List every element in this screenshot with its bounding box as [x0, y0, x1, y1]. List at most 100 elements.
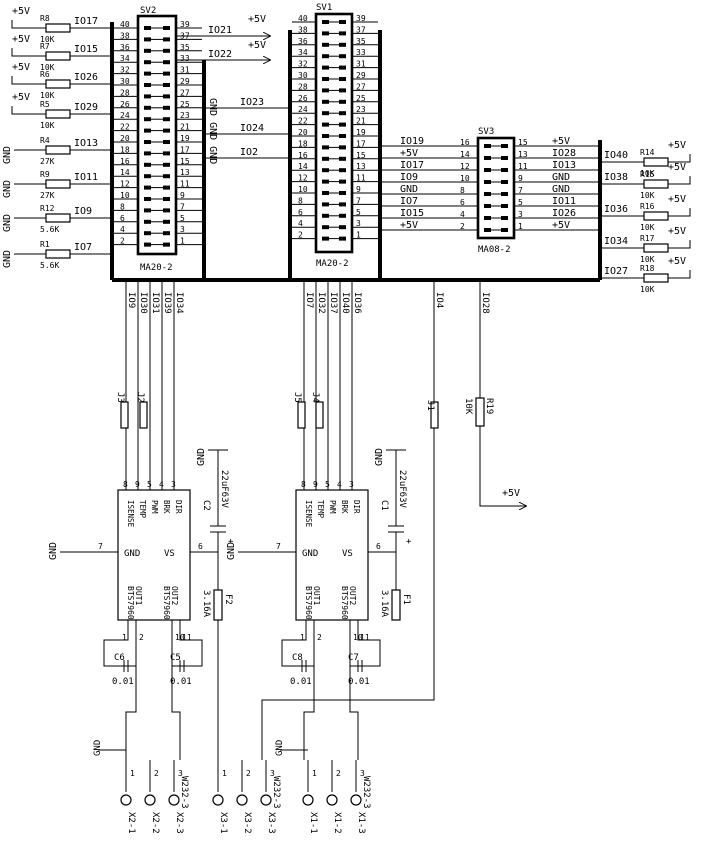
- resistor-value: 27K: [40, 157, 55, 166]
- resistor-name: R9: [40, 170, 50, 179]
- pin-pad: [501, 144, 508, 148]
- pin-pad: [322, 122, 329, 127]
- pwr-5v-label: +5V: [668, 140, 686, 151]
- resistor-value: 10K: [40, 121, 55, 130]
- pin-pad: [501, 180, 508, 184]
- pin-pad: [339, 111, 346, 116]
- pin-number-left: 12: [298, 174, 308, 183]
- driver-inner-label: BRK: [162, 500, 171, 514]
- pin-pad: [322, 111, 329, 116]
- sv1-body: [314, 12, 354, 254]
- pin-number-left: 4: [120, 225, 125, 234]
- pin-number-left: 20: [120, 134, 130, 143]
- pin-number-right: 7: [518, 186, 523, 195]
- pin-number-right: 23: [180, 111, 190, 120]
- pin-number-left: 38: [120, 31, 130, 40]
- pin-pad: [322, 77, 329, 81]
- cap-small-value: 0.01: [290, 677, 312, 687]
- pin-pad: [501, 228, 508, 232]
- pin-pad: [144, 242, 151, 247]
- pin-number-left: 2: [298, 231, 303, 240]
- pin-pad: [322, 88, 329, 93]
- driver-gnd-label: GND: [124, 549, 140, 559]
- gnd-vertical-label: GND GND GND: [207, 98, 218, 164]
- out-pin-number: 1: [122, 633, 127, 642]
- input-net-label: IO17: [74, 16, 98, 27]
- pin-pad: [339, 42, 346, 47]
- driver-inner-label: PWM: [328, 500, 337, 514]
- terminal-label: X3-2: [242, 812, 252, 834]
- output-wire: [668, 176, 691, 185]
- sv2-right-nets: IO21 IO22 +5V +5V: [176, 14, 270, 60]
- pin-number-left: 2: [120, 237, 125, 246]
- pin-number-left: 4: [298, 219, 303, 228]
- pin-number-right: 11: [518, 162, 528, 171]
- driver-gnd-pin: 7: [276, 542, 281, 551]
- cap-small-value: 0.01: [112, 677, 134, 687]
- pin-pad: [339, 145, 346, 150]
- net-io24: IO24: [240, 123, 264, 134]
- gnd-label: GND: [2, 180, 13, 198]
- sv3-right-net: GND: [552, 172, 570, 183]
- pwr-5v-b: +5V: [248, 40, 266, 51]
- terminal-label: X2-1: [126, 812, 136, 834]
- connector-gnd-label: GND: [275, 740, 285, 756]
- pin-pad: [163, 26, 170, 30]
- cap-plus: +: [228, 537, 234, 547]
- pin-pad: [144, 83, 151, 87]
- out1-wire: [125, 620, 137, 760]
- input-net-label: IO15: [74, 44, 98, 55]
- out-pin-number: 11: [182, 633, 192, 642]
- output-net-label: IO34: [604, 236, 628, 247]
- pin-number-left: 34: [298, 48, 308, 57]
- pin-number-left: 14: [120, 168, 130, 177]
- pin-number-right: 25: [180, 100, 190, 109]
- driver-part-label: BTS7960: [126, 586, 135, 620]
- sv3-left-net: IO15: [400, 208, 424, 219]
- pin-pad: [144, 208, 151, 213]
- pin-pad: [163, 231, 170, 236]
- terminal-number: 2: [336, 769, 341, 778]
- tap-net-label: IO39: [162, 292, 172, 314]
- pin-number-left: 20: [298, 128, 308, 137]
- sv2-type: MA20-2: [140, 263, 173, 273]
- pin-pad: [163, 71, 170, 76]
- connector-part-label: W232-3: [271, 776, 281, 809]
- pin-pad: [322, 31, 329, 36]
- fuse-name: F2: [223, 594, 233, 605]
- driver-body: [295, 489, 369, 621]
- terminal-label: X3-1: [218, 812, 228, 834]
- pin-pad: [322, 65, 329, 70]
- pin-pad: [144, 151, 151, 156]
- pin-pad: [163, 162, 170, 167]
- sv3-left-net: IO19: [400, 136, 424, 147]
- driver-vs-label: VS: [164, 549, 175, 559]
- terminal-icon: [302, 794, 314, 806]
- pin-number-right: 9: [180, 191, 185, 200]
- pin-number-left: 18: [120, 145, 130, 154]
- r19-body: [475, 397, 485, 427]
- terminal-number: 2: [154, 769, 159, 778]
- driver-inner-label: TEMP: [316, 500, 325, 519]
- pin-pad: [144, 48, 151, 53]
- pin-number-right: 31: [180, 66, 190, 75]
- tap-net-label: IO9: [126, 292, 136, 308]
- resistor-body: [643, 273, 669, 283]
- resistor-name: R7: [40, 42, 50, 51]
- pin-number-left: 30: [120, 77, 130, 86]
- pin-number-left: 38: [298, 25, 308, 34]
- pin-pad: [322, 202, 329, 207]
- pin-pad: [322, 99, 329, 104]
- pin-number-right: 19: [180, 134, 190, 143]
- pin-pad: [322, 225, 329, 230]
- connector-gnd-label: GND: [93, 740, 103, 756]
- resistor-value: 10K: [40, 35, 55, 44]
- terminal-icon: [144, 794, 156, 806]
- output-net-label: IO36: [604, 204, 628, 215]
- pin-number-right: 13: [518, 150, 528, 159]
- terminal-label: X3-3: [266, 812, 276, 834]
- pin-number-right: 5: [356, 208, 361, 217]
- fuse-value: 3.16A: [379, 590, 389, 618]
- cap-plates: [388, 525, 404, 533]
